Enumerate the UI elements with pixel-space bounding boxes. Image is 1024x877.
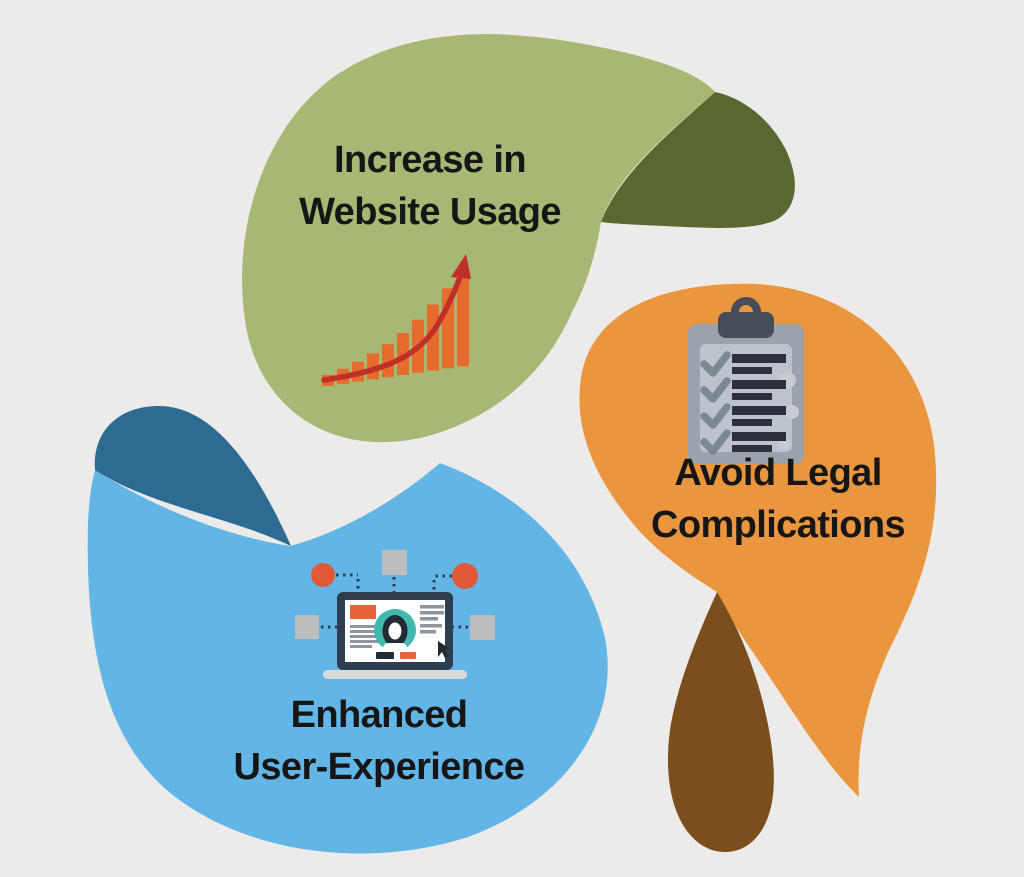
avatar-shoulders [383,643,407,651]
avatar-face [388,622,402,640]
growth-arrow-curve [321,271,464,383]
label-line-1: Increase in [334,139,527,181]
screen-accent-chip [400,652,416,659]
label-line-2: User-Experience [233,746,526,788]
growth-bars [322,271,469,386]
connector-dots [321,573,468,629]
blob-tail-user-experience [94,405,291,546]
blob-website-usage [242,34,795,443]
label-website-usage: Increase in Website Usage [299,134,561,238]
screen-text-lines-left [350,625,380,648]
label-line-1: Enhanced [290,694,468,736]
node-circle-left [311,563,335,587]
screen-text-lines-right [420,605,444,634]
blob-body-website-usage [242,34,716,443]
screen-dark-chip [376,652,394,659]
node-square-left [295,615,319,639]
label-line-2: Complications [650,504,906,546]
node-circle-right [452,563,478,589]
user-laptop-icon [295,550,495,679]
node-square-top [382,550,407,575]
blob-body-legal-complications [579,283,937,797]
checklist-clipboard-icon [688,297,804,464]
avatar [382,615,408,651]
growth-arrowhead [451,254,471,279]
label-legal-complications: Avoid Legal Complications [650,447,906,551]
laptop-base [323,670,467,679]
label-user-experience: Enhanced User-Experience [233,689,526,793]
label-line-2: Website Usage [299,191,561,233]
screen-accent-block [350,605,376,619]
cursor-icon [438,641,450,658]
clipboard-ink-drop [778,438,790,450]
blob-tail-legal-complications [667,592,774,853]
clipboard-ink-drop [785,405,799,419]
blob-tail-website-usage [601,92,795,228]
clipboard-clip [718,312,774,338]
blob-legal-complications [579,283,937,853]
growth-bar-chart-icon [321,254,471,386]
label-line-1: Avoid Legal [674,452,882,494]
node-square-right [470,615,495,640]
clipboard-checklist-rows [700,351,786,455]
